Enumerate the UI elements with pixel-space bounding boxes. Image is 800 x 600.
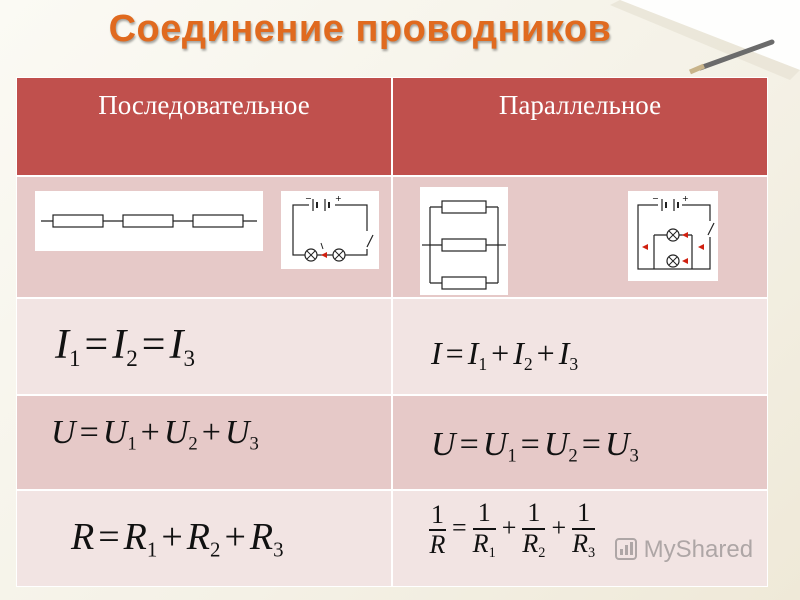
header-parallel: Параллельное	[498, 90, 662, 120]
row-divider	[17, 175, 767, 177]
series-voltage-formula: U=U1+U2+U3	[51, 414, 259, 455]
watermark-text: MyShared	[643, 536, 754, 563]
parallel-voltage-formula: U=U1=U2=U3	[431, 426, 639, 467]
parallel-lamp-circuit: − +	[628, 191, 718, 281]
parallel-resistors-diagram	[420, 187, 508, 295]
header-series: Последовательное	[98, 90, 310, 120]
svg-text:+: +	[682, 194, 689, 203]
parallel-current-formula: I=I1+I2+I3	[431, 335, 579, 375]
series-resistors-diagram	[35, 191, 263, 251]
series-lamp-circuit: − +	[281, 191, 379, 269]
svg-text:−: −	[305, 194, 312, 203]
series-current-formula: I1=I2=I3	[55, 322, 196, 372]
row-divider	[17, 394, 767, 396]
watermark-logo-icon	[615, 538, 637, 560]
column-divider	[391, 78, 393, 586]
page-title: Соединение проводников	[108, 8, 612, 50]
series-resistance-formula: R=R1+R2+R3	[71, 516, 284, 562]
row-divider	[17, 297, 767, 299]
row-divider	[17, 489, 767, 491]
svg-text:+: +	[335, 194, 342, 203]
watermark: MyShared	[615, 536, 753, 564]
comparison-table: Последовательное Параллельное − +	[16, 77, 768, 587]
svg-text:−: −	[652, 194, 659, 203]
